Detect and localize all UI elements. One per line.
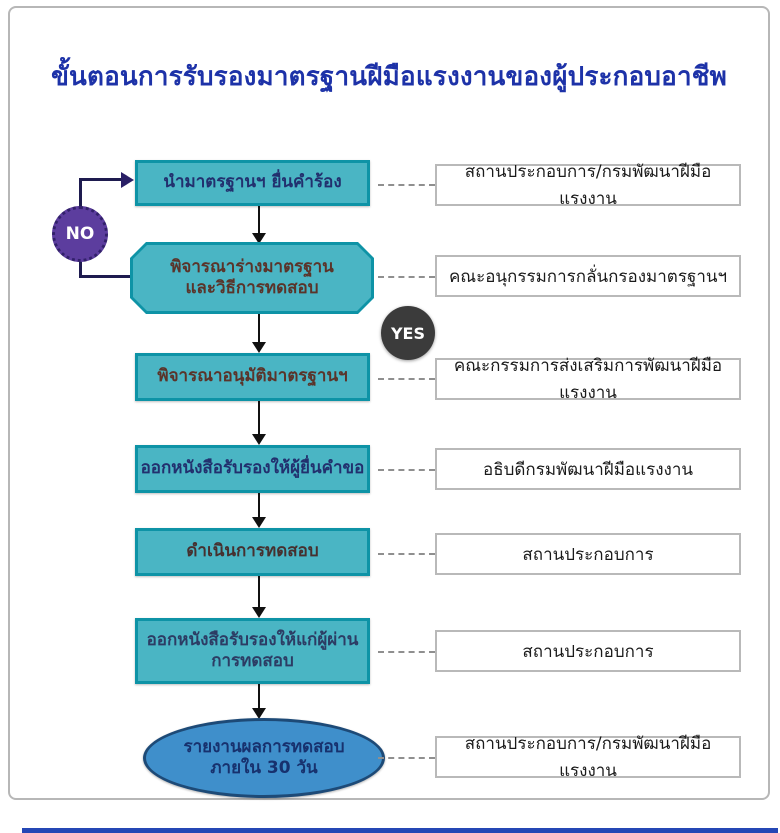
- agency-label-box: สถานประกอบการ: [435, 630, 741, 672]
- agency-label-box: คณะกรรมการส่งเสริมการพัฒนาฝีมือแรงงาน: [435, 356, 741, 403]
- dotted-connector: [378, 757, 435, 759]
- connector-arrow-line: [258, 401, 260, 435]
- yes-badge: YES: [381, 306, 435, 360]
- page-title: ขั้นตอนการรับรองมาตรฐานฝีมือแรงงานของผู้…: [51, 62, 727, 92]
- dotted-connector: [378, 469, 435, 471]
- connector-arrow-line: [258, 684, 260, 710]
- connector-arrow-line: [258, 493, 260, 519]
- agency-label-box: สถานประกอบการ/กรมพัฒนาฝีมือแรงงาน: [435, 734, 741, 781]
- no-badge-label: NO: [65, 224, 95, 244]
- flow-step-issue-certificate-passers: ออกหนังสือรับรองให้แก่ผู้ผ่าน การทดสอบ: [135, 618, 370, 684]
- no-badge: NO: [52, 206, 108, 262]
- arrow-down-icon: [252, 342, 266, 353]
- flow-step-submit-standard: นำมาตรฐานฯ ยื่นคำร้อง: [135, 160, 370, 206]
- dotted-connector: [378, 276, 435, 278]
- flow-step-review-draft-inner: พิจารณาร่างมาตรฐาน และวิธีการทดสอบ: [133, 245, 371, 311]
- no-loop-line-top: [79, 178, 123, 181]
- bottom-accent-bar: [22, 828, 778, 833]
- flow-step-conduct-test: ดำเนินการทดสอบ: [135, 528, 370, 576]
- flowchart-card: ขั้นตอนการรับรองมาตรฐานฝีมือแรงงานของผู้…: [8, 6, 770, 800]
- connector-arrow-line: [258, 206, 260, 234]
- arrow-down-icon: [252, 708, 266, 719]
- agency-label-box: สถานประกอบการ/กรมพัฒนาฝีมือแรงงาน: [435, 162, 741, 209]
- no-loop-line-bottom: [79, 275, 135, 278]
- flow-step-issue-certificate-applicant: ออกหนังสือรับรองให้ผู้ยื่นคำขอ: [135, 445, 370, 493]
- flow-step-report-results: รายงานผลการทดสอบ ภายใน 30 วัน: [143, 718, 385, 798]
- connector-arrow-line: [258, 314, 260, 344]
- agency-label-box: คณะอนุกรรมการกลั่นกรองมาตรฐานฯ: [435, 255, 741, 297]
- dotted-connector: [378, 553, 435, 555]
- agency-label-box: สถานประกอบการ: [435, 533, 741, 575]
- flow-step-review-draft: พิจารณาร่างมาตรฐาน และวิธีการทดสอบ: [130, 242, 374, 314]
- agency-label-box: อธิบดีกรมพัฒนาฝีมือแรงงาน: [435, 448, 741, 490]
- dotted-connector: [378, 184, 435, 186]
- arrow-down-icon: [252, 517, 266, 528]
- no-loop-arrowhead-icon: [121, 172, 134, 188]
- flow-step-approve-standard: พิจารณาอนุมัติมาตรฐานฯ: [135, 353, 370, 401]
- arrow-down-icon: [252, 607, 266, 618]
- dotted-connector: [378, 651, 435, 653]
- yes-badge-label: YES: [390, 323, 426, 343]
- arrow-down-icon: [252, 434, 266, 445]
- connector-arrow-line: [258, 576, 260, 609]
- dotted-connector: [378, 378, 435, 380]
- arrow-down-icon: [252, 233, 266, 244]
